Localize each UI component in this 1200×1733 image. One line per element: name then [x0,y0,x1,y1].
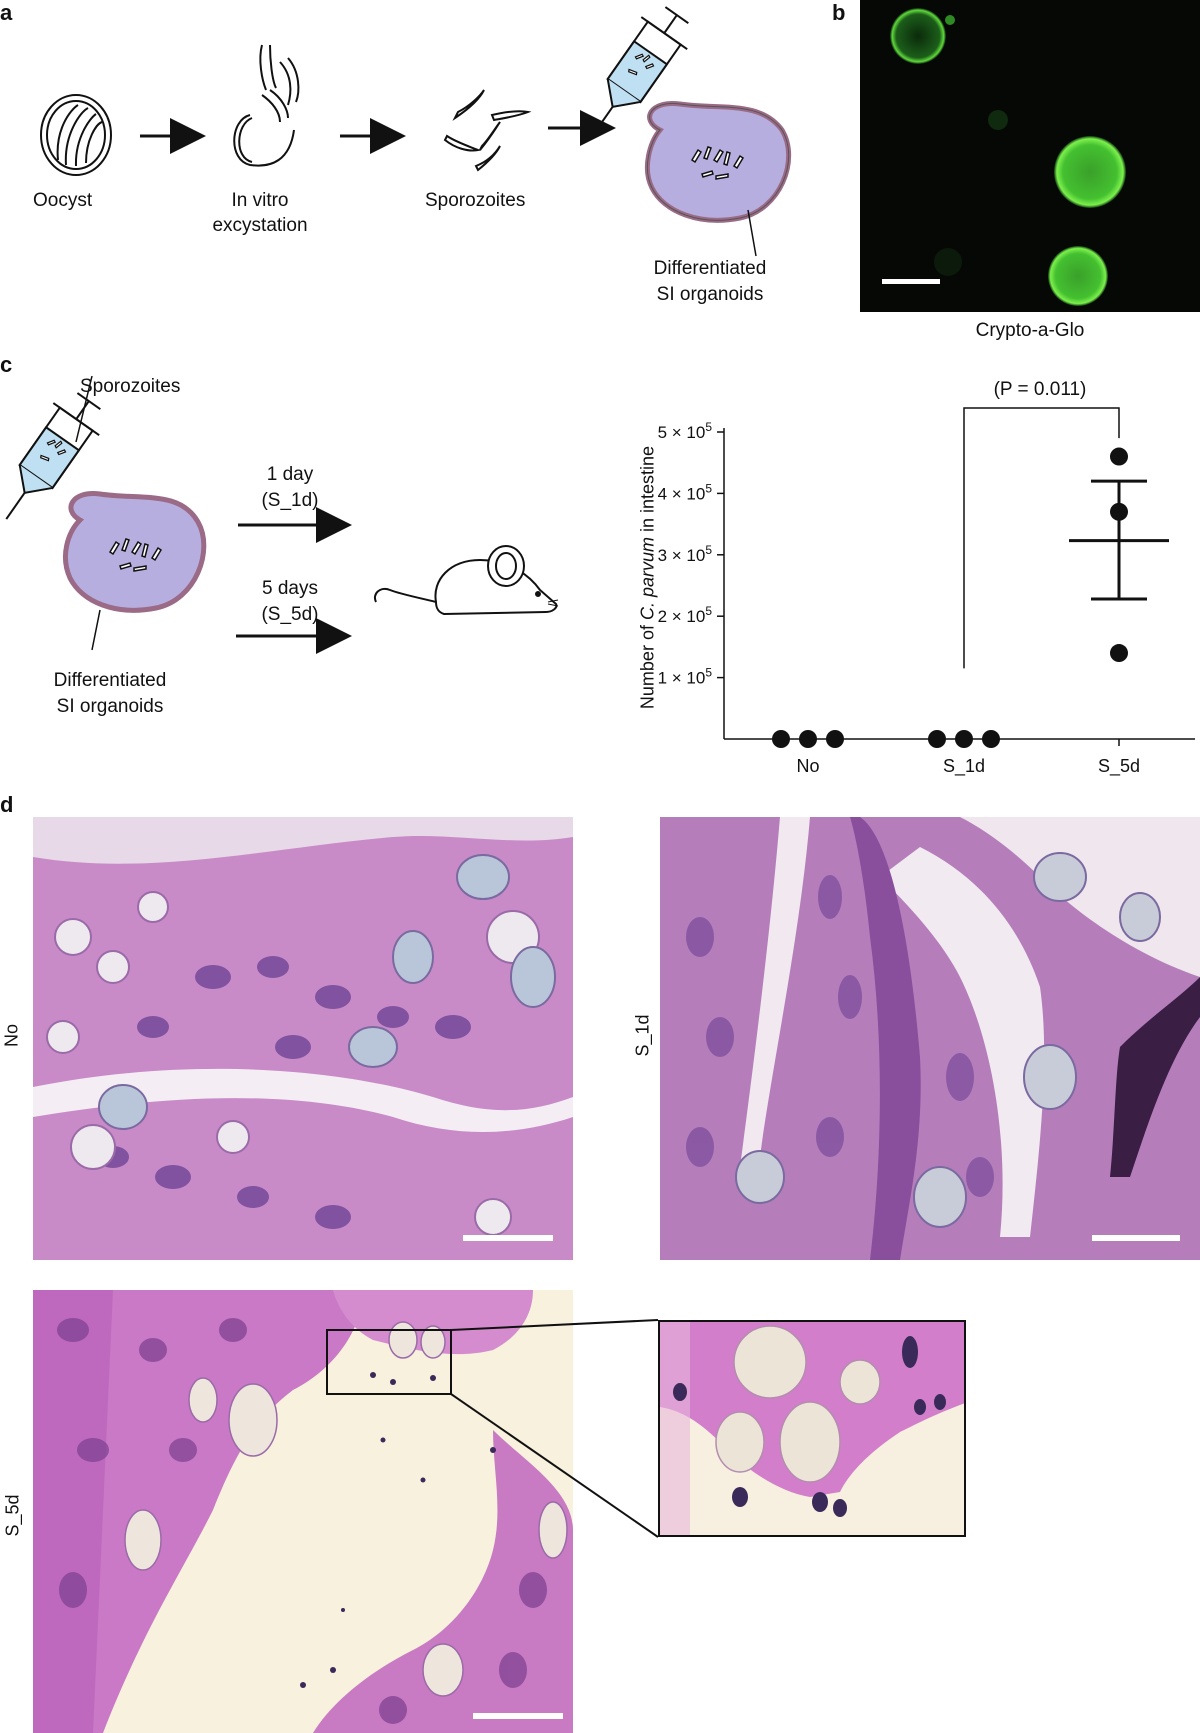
day5-label-line2: (S_5d) [261,604,319,625]
sporozoites-illustration [443,89,532,172]
y-tick-label: 2 × 105 [658,604,713,626]
y-tick-label: 5 × 105 [658,420,713,442]
y-tick-label: 1 × 105 [658,666,713,688]
scale-bar [1092,1235,1180,1241]
sporozoites-label-c: Sporozoites [80,376,181,397]
day1-label-line1: 1 day [266,464,314,485]
x-tick-label-s_5d: S_5d [1098,756,1140,777]
oocyst-label: Oocyst [33,190,93,211]
organoid-injection-illustration-c [5,375,207,651]
histology-s1d [660,817,1200,1260]
organoids-label-line2: SI organoids [656,284,764,305]
panel-a-schematic [40,6,792,257]
organoids-label-c-line2: SI organoids [56,696,164,717]
ylabel-suffix: in intestine [637,445,658,537]
oocyst-illustration [40,94,112,176]
chart-y-axis-label: Number of C. parvum in intestine [638,398,659,758]
ylabel-prefix: Number of [637,620,658,710]
histology-s5d [33,1290,573,1733]
data-point-s_1d [955,730,973,748]
excystation-label-line2: excystation [212,215,308,236]
y-tick-label: 3 × 105 [658,543,713,565]
data-point-no [799,730,817,748]
organoids-label-c-line1: Differentiated [53,670,167,691]
scale-bar [463,1235,553,1241]
organoid-injection-illustration [593,6,792,257]
panel-letter-d: d [0,792,14,817]
organoids-label-line1: Differentiated [653,258,767,279]
day5-label-line1: 5 days [262,578,318,599]
s1d-condition-label: S_1d [632,1014,653,1057]
excystation-illustration [233,44,300,167]
significance-label: (P = 0.011) [994,379,1087,400]
significance-bracket [963,407,1120,669]
crypto-a-glo-label: Crypto-a-Glo [975,320,1085,341]
x-tick-label-s_1d: S_1d [943,756,985,777]
inset-outline-box [326,1329,452,1395]
histology-s5d-inset [658,1320,966,1537]
scale-bar [473,1713,563,1719]
panel-letter-b: b [832,0,846,25]
data-point-no [772,730,790,748]
day1-label-line2: (S_1d) [261,490,319,511]
ylabel-species: C. parvum [637,537,658,621]
s5d-condition-label: S_5d [2,1494,23,1537]
data-point-s_5d [1110,447,1128,466]
panel-letter-c: c [0,352,13,377]
fluorescence-micrograph [860,0,1200,312]
panel-c-schematic [5,375,559,654]
sporozoites-label: Sporozoites [425,190,526,211]
data-point-s_1d [928,730,946,748]
data-point-s_1d [982,730,1000,748]
no-condition-label: No [1,1024,22,1048]
histology-no [33,817,573,1260]
data-point-no [826,730,844,748]
scale-bar [882,279,940,284]
chart-marks [772,407,1169,748]
excystation-label-line1: In vitro [231,190,289,211]
y-tick-label: 4 × 105 [658,481,713,503]
mouse-illustration [374,545,559,616]
x-tick-label-no: No [796,756,819,776]
panel-letter-a: a [0,0,13,25]
data-point-s_5d [1110,644,1128,663]
